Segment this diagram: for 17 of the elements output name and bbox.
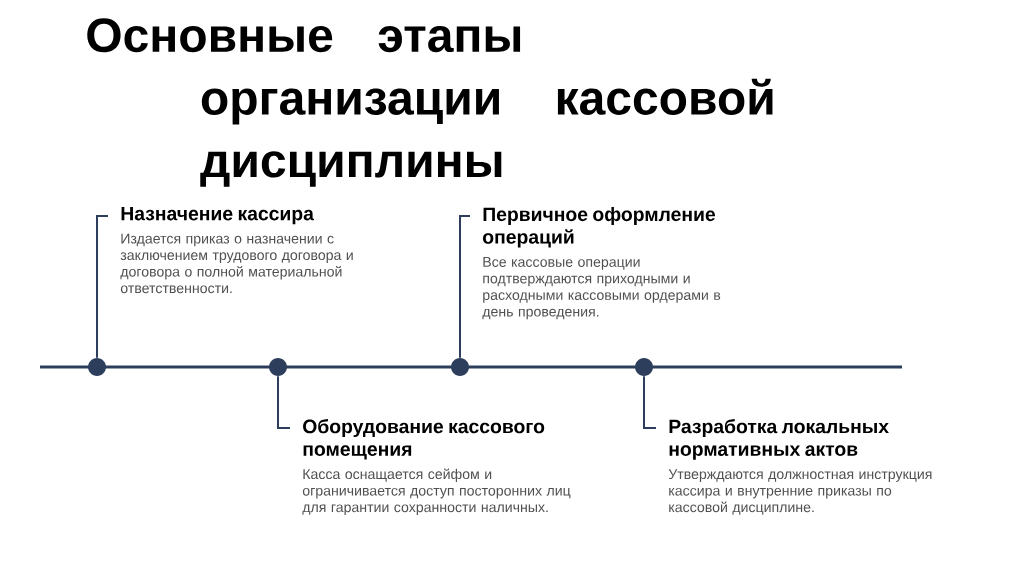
step-description: Утверждаются должностная инструкция кассира и внутренние приказы по кассовой дисциплине. — [668, 469, 932, 515]
leader-line — [277, 375, 291, 429]
leader-line — [459, 215, 471, 359]
step-heading: Первичное оформление операций — [483, 206, 716, 248]
title: Основные этапы организации кассовой дисциплины — [87, 18, 773, 187]
step-heading: Назначение кассира — [121, 206, 314, 225]
step-description: Все кассовые операции подтверждаются приходными и расходными кассовыми ордерами в день проведения. — [482, 257, 721, 320]
leader-line — [96, 215, 109, 359]
timeline-dot — [88, 358, 106, 376]
step-description: Издается приказ о назначении с заключением трудового договора и договора о полной материальной ответственности. — [120, 233, 353, 294]
step-heading: Разработка локальных нормативных актов — [669, 418, 889, 460]
leader-line — [643, 375, 657, 429]
timeline-dot — [451, 358, 469, 376]
timeline-dot — [635, 358, 653, 376]
step-heading: Оборудование кассового помещения — [303, 418, 545, 460]
timeline-dot — [269, 358, 287, 376]
step-description: Касса оснащается сейфом и ограничивается доступ посторонних лиц для гарантии сохранности наличных. — [302, 468, 571, 515]
